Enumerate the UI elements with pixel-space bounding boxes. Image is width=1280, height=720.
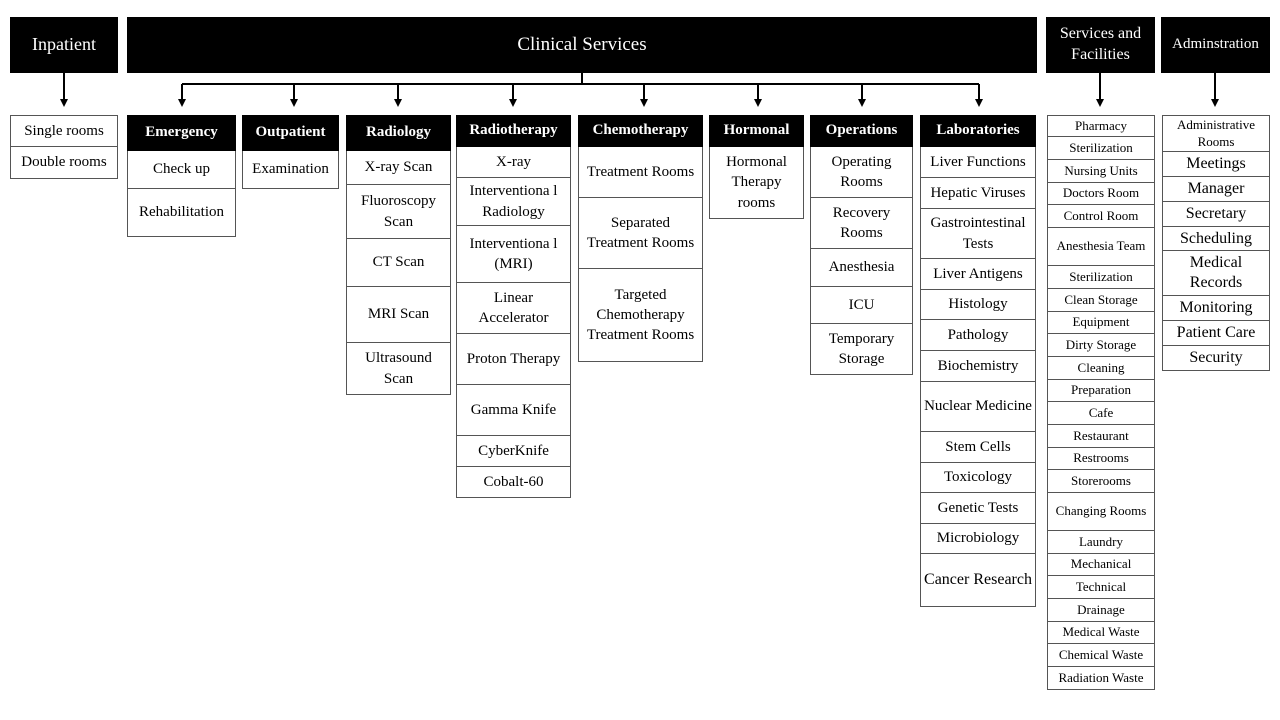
list-item: Stem Cells (920, 432, 1036, 463)
list-item: Separated Treatment Rooms (578, 198, 703, 269)
clinical-services-header: Clinical Services (127, 17, 1037, 73)
list-item: Gamma Knife (456, 385, 571, 436)
list-item: Interventiona l Radiology (456, 178, 571, 226)
list-item: Equipment (1047, 312, 1155, 334)
list-item: X-ray Scan (346, 151, 451, 185)
list-item: Security (1162, 346, 1270, 371)
list-item: Treatment Rooms (578, 147, 703, 198)
list-item: ICU (810, 287, 913, 324)
category-header-operations: Operations (810, 115, 913, 147)
category-header-emergency: Emergency (127, 115, 236, 151)
list-item: Scheduling (1162, 227, 1270, 251)
list-item: Radiation Waste (1047, 667, 1155, 690)
list-item: Ultrasound Scan (346, 343, 451, 395)
list-item: MRI Scan (346, 287, 451, 343)
laboratories-column: Laboratories Liver Functions Hepatic Vir… (920, 115, 1036, 607)
category-header-chemotherapy: Chemotherapy (578, 115, 703, 147)
list-item: Sterilization (1047, 137, 1155, 160)
services-facilities-list: Pharmacy Sterilization Nursing Units Doc… (1047, 115, 1155, 690)
radiotherapy-column: Radiotherapy X-ray Interventiona l Radio… (456, 115, 571, 498)
list-item: Nuclear Medicine (920, 382, 1036, 432)
list-item: Control Room (1047, 205, 1155, 228)
list-item: Restaurant (1047, 425, 1155, 448)
list-item: Proton Therapy (456, 334, 571, 385)
category-header-radiotherapy: Radiotherapy (456, 115, 571, 147)
list-item: Single rooms (10, 115, 118, 147)
radiology-column: Radiology X-ray Scan Fluoroscopy Scan CT… (346, 115, 451, 395)
outpatient-column: Outpatient Examination (242, 115, 339, 189)
list-item: Secretary (1162, 202, 1270, 227)
administration-list: Administrative Rooms Meetings Manager Se… (1162, 115, 1270, 371)
list-item: Patient Care (1162, 321, 1270, 346)
list-item: Linear Accelerator (456, 283, 571, 334)
category-header-hormonal: Hormonal (709, 115, 804, 147)
list-item: Pathology (920, 320, 1036, 351)
list-item: Microbiology (920, 524, 1036, 554)
list-item: Toxicology (920, 463, 1036, 493)
inpatient-header: Inpatient (10, 17, 118, 73)
list-item: Drainage (1047, 599, 1155, 622)
list-item: Technical (1047, 576, 1155, 599)
list-item: Cobalt-60 (456, 467, 571, 498)
list-item: Histology (920, 290, 1036, 320)
list-item: Hormonal Therapy rooms (709, 147, 804, 219)
administration-header: Adminstration (1161, 17, 1270, 73)
category-header-radiology: Radiology (346, 115, 451, 151)
list-item: Check up (127, 151, 236, 189)
list-item: Biochemistry (920, 351, 1036, 382)
list-item: Laundry (1047, 531, 1155, 554)
list-item: Double rooms (10, 147, 118, 179)
list-item: CyberKnife (456, 436, 571, 467)
list-item: Recovery Rooms (810, 198, 913, 249)
list-item: X-ray (456, 147, 571, 178)
list-item: Targeted Chemotherapy Treatment Rooms (578, 269, 703, 362)
list-item: Liver Antigens (920, 259, 1036, 290)
list-item: Gastrointestinal Tests (920, 209, 1036, 259)
list-item: Sterilization (1047, 266, 1155, 289)
list-item: Meetings (1162, 152, 1270, 177)
list-item: Administrative Rooms (1162, 115, 1270, 152)
list-item: Mechanical (1047, 554, 1155, 576)
list-item: Monitoring (1162, 296, 1270, 321)
chemotherapy-column: Chemotherapy Treatment Rooms Separated T… (578, 115, 703, 362)
list-item: CT Scan (346, 239, 451, 287)
list-item: Nursing Units (1047, 160, 1155, 183)
operations-column: Operations Operating Rooms Recovery Room… (810, 115, 913, 375)
list-item: Interventiona l (MRI) (456, 226, 571, 283)
inpatient-list: Single rooms Double rooms (10, 115, 118, 179)
list-item: Anesthesia Team (1047, 228, 1155, 266)
list-item: Examination (242, 151, 339, 189)
list-item: Temporary Storage (810, 324, 913, 375)
list-item: Cancer Research (920, 554, 1036, 607)
list-item: Medical Waste (1047, 622, 1155, 644)
list-item: Storerooms (1047, 470, 1155, 493)
category-header-outpatient: Outpatient (242, 115, 339, 151)
list-item: Chemical Waste (1047, 644, 1155, 667)
category-header-laboratories: Laboratories (920, 115, 1036, 147)
list-item: Cafe (1047, 402, 1155, 425)
list-item: Dirty Storage (1047, 334, 1155, 357)
list-item: Cleaning (1047, 357, 1155, 380)
list-item: Fluoroscopy Scan (346, 185, 451, 239)
list-item: Anesthesia (810, 249, 913, 287)
services-facilities-header: Services and Facilities (1046, 17, 1155, 73)
list-item: Doctors Room (1047, 183, 1155, 205)
list-item: Rehabilitation (127, 189, 236, 237)
list-item: Hepatic Viruses (920, 178, 1036, 209)
list-item: Pharmacy (1047, 115, 1155, 137)
list-item: Medical Records (1162, 251, 1270, 296)
emergency-column: Emergency Check up Rehabilitation (127, 115, 236, 237)
list-item: Preparation (1047, 380, 1155, 402)
list-item: Restrooms (1047, 448, 1155, 470)
list-item: Clean Storage (1047, 289, 1155, 312)
list-item: Genetic Tests (920, 493, 1036, 524)
list-item: Operating Rooms (810, 147, 913, 198)
list-item: Changing Rooms (1047, 493, 1155, 531)
hormonal-column: Hormonal Hormonal Therapy rooms (709, 115, 804, 219)
list-item: Manager (1162, 177, 1270, 202)
list-item: Liver Functions (920, 147, 1036, 178)
